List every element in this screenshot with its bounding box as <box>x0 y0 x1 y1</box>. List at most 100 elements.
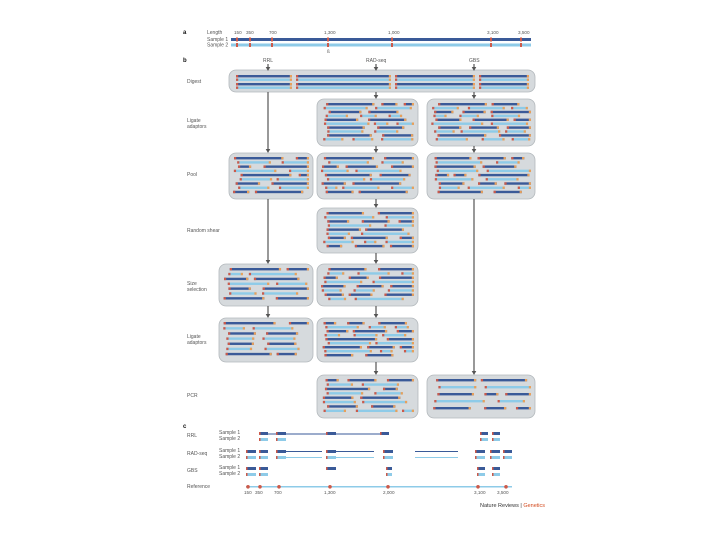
fragment <box>517 186 531 189</box>
cut-site <box>238 186 241 189</box>
panel-a-label: a <box>183 30 187 36</box>
adaptor <box>527 173 530 177</box>
cut-site <box>327 236 331 240</box>
cut-site <box>328 268 331 271</box>
fragment <box>358 190 408 194</box>
fragment <box>353 334 378 337</box>
arrow-radseq-pcr-head <box>373 371 379 375</box>
adaptor <box>252 337 255 340</box>
cut-site <box>262 292 265 295</box>
fragment <box>490 122 529 125</box>
adaptor <box>385 236 388 240</box>
fragment <box>391 186 414 189</box>
cut-site <box>490 110 493 114</box>
read-block <box>492 467 500 470</box>
cut-site <box>353 289 356 292</box>
read-site <box>386 467 388 470</box>
fragment <box>467 106 505 110</box>
adaptor <box>528 407 531 410</box>
radseq-sample-1: Sample 1 <box>219 448 240 454</box>
cut-site <box>248 272 252 276</box>
adaptor <box>411 236 414 240</box>
cut-site <box>357 272 360 275</box>
adaptor <box>386 122 389 125</box>
cut-site <box>365 228 368 231</box>
adaptor <box>404 334 407 337</box>
cut-site <box>225 352 228 356</box>
fragment <box>368 110 399 114</box>
cut-site <box>266 332 269 335</box>
cut-site <box>484 407 487 410</box>
adaptor <box>356 326 359 329</box>
adaptor <box>300 190 304 194</box>
read-site <box>276 432 278 435</box>
method-radseq: RAD-seq <box>366 58 387 64</box>
adaptor <box>388 86 391 89</box>
fragment <box>491 103 520 106</box>
cut-site <box>505 393 508 396</box>
adaptor <box>528 393 531 396</box>
cut-site <box>491 103 494 106</box>
fragment <box>368 326 386 329</box>
fragment <box>328 297 347 301</box>
adaptor <box>411 224 414 227</box>
fragment <box>326 212 365 215</box>
restriction-site <box>236 43 238 47</box>
adaptor <box>295 292 299 295</box>
read-block <box>246 473 256 476</box>
fragment <box>264 347 300 351</box>
read-site <box>276 456 278 459</box>
cut-site <box>401 272 404 275</box>
adaptor <box>526 78 529 81</box>
adaptor <box>306 169 309 173</box>
cut-site <box>434 178 438 181</box>
cut-site <box>325 186 328 189</box>
read-block <box>386 473 392 476</box>
fragment <box>399 236 414 240</box>
cut-site <box>322 400 326 404</box>
arrow-radseq-pool-head <box>373 149 379 153</box>
fragment <box>276 178 309 181</box>
adaptor <box>343 285 346 288</box>
method-gbs: GBS <box>469 58 480 64</box>
adaptor <box>476 169 479 173</box>
adaptor <box>472 86 475 89</box>
fragment <box>386 379 414 382</box>
adaptor <box>401 161 404 164</box>
adaptor <box>247 190 250 194</box>
cut-site <box>328 297 331 301</box>
cut-site <box>358 190 361 194</box>
arrow-rrl-top-head <box>265 67 271 71</box>
arrow-radseq-top-head <box>373 67 379 71</box>
adaptor <box>387 220 390 223</box>
sample-2-label-a: Sample 2 <box>207 43 228 49</box>
fragment <box>381 103 398 106</box>
cut-site <box>389 244 393 248</box>
gbs-pcr-box <box>426 374 536 419</box>
arrow-radseq-ligate-head <box>373 95 379 99</box>
restriction-site <box>520 37 522 42</box>
reference-site <box>476 485 480 489</box>
adaptor <box>341 293 344 296</box>
cut-site <box>368 110 371 114</box>
adaptor <box>335 186 338 189</box>
adaptor <box>269 352 272 356</box>
cut-site <box>438 386 441 389</box>
adaptor <box>289 173 292 177</box>
fragment <box>478 173 530 177</box>
cut-site <box>434 110 437 114</box>
fragment <box>326 244 343 248</box>
fragment <box>323 276 338 279</box>
cut-site <box>477 157 480 160</box>
adaptor <box>351 396 354 399</box>
read-site <box>246 456 248 459</box>
reference-site <box>258 485 262 489</box>
adaptor <box>242 327 245 330</box>
restriction-site <box>391 37 393 42</box>
cut-site <box>368 118 371 121</box>
adaptor <box>465 138 468 141</box>
adaptor <box>411 285 414 288</box>
fragment <box>324 280 363 284</box>
fragment <box>395 78 475 81</box>
adaptor <box>362 322 365 325</box>
